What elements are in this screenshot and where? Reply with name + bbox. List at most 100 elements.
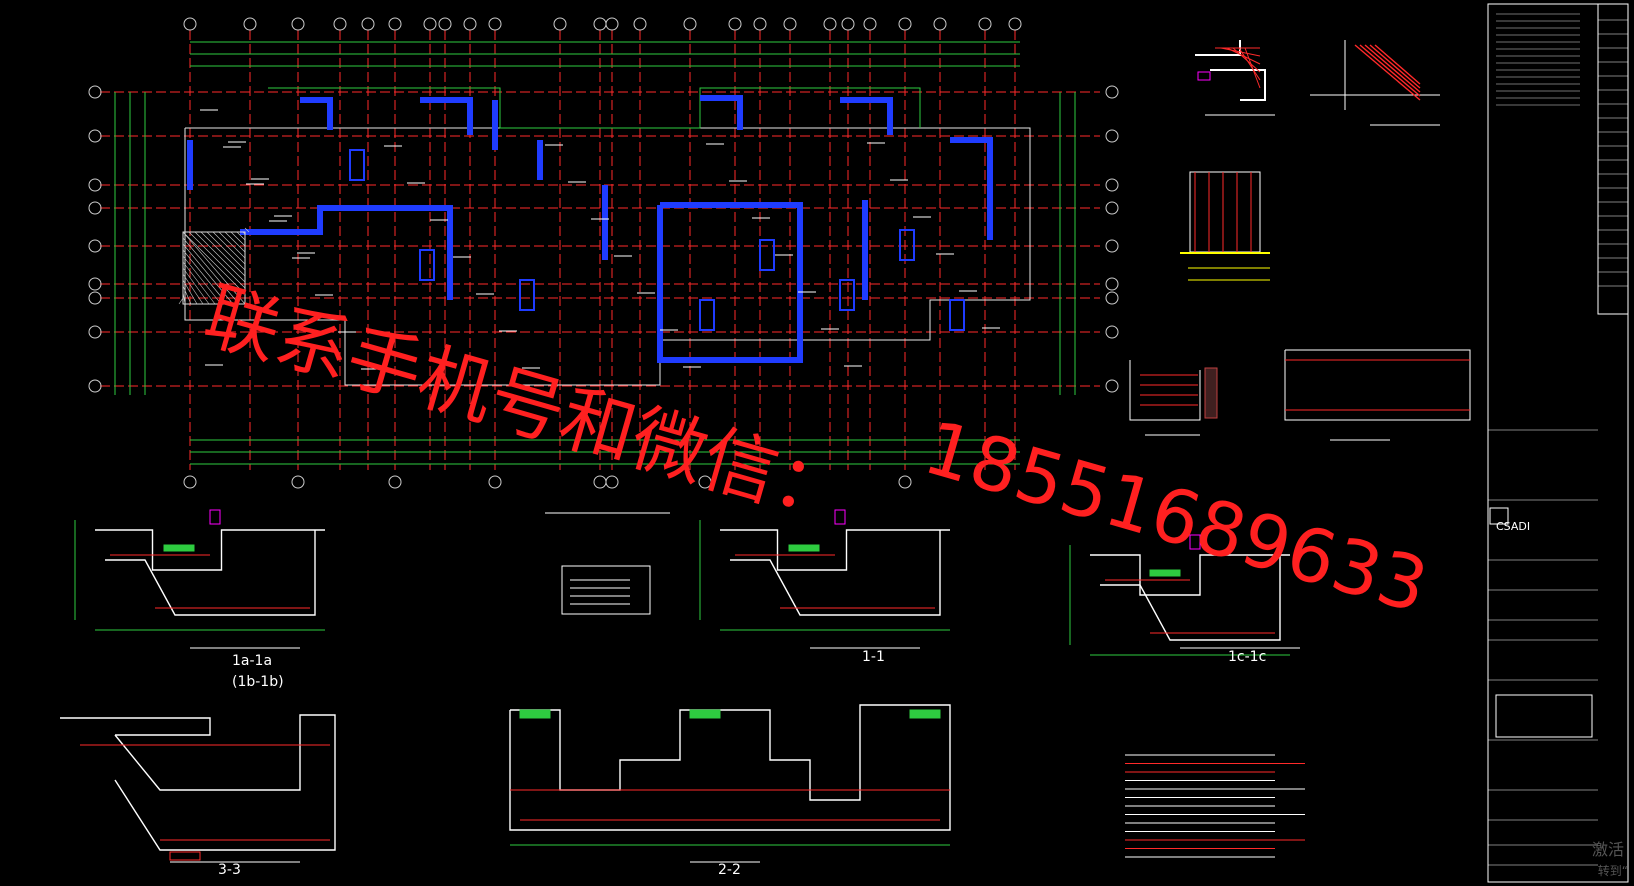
hatch (206, 231, 246, 271)
section-label-2-2: 2-2 (718, 862, 741, 878)
section-1a-top (95, 529, 325, 571)
axis-bubble-left (88, 291, 102, 305)
hatch (182, 249, 228, 305)
hatch (182, 291, 186, 305)
detail-rebar (1238, 47, 1261, 81)
axis-bubble-right (1105, 201, 1119, 215)
axis-bubble-bottom (388, 475, 402, 489)
section-1a-bottom (105, 530, 316, 616)
section-1a-label-green (163, 544, 195, 552)
axis-bubble-top (633, 17, 647, 31)
section-1c-bottom (1100, 555, 1281, 641)
axis-bubble-top (823, 17, 837, 31)
column (519, 279, 535, 311)
hatch (182, 279, 198, 305)
shear-wall (657, 202, 803, 363)
axis-bubble-bottom (593, 475, 607, 489)
section-1c-label-green (1149, 569, 1181, 577)
hatch (194, 231, 246, 283)
axis-bubble-top (783, 17, 797, 31)
hatch (244, 227, 250, 233)
title-block-frame (1487, 3, 1629, 883)
title-block-box (1495, 694, 1593, 738)
axis-bubble-left (88, 379, 102, 393)
detail-rebar (1369, 44, 1421, 89)
axis-bubble-top (333, 17, 347, 31)
axis-bubble-top (978, 17, 992, 31)
section-1-1-bottom (730, 530, 941, 616)
column (349, 149, 365, 181)
section-label-1a: 1a-1a (232, 653, 272, 669)
hatch (182, 255, 222, 305)
hatch (182, 243, 234, 305)
axis-bubble-left (88, 178, 102, 192)
watermark: 联系手机号和微信： 18551689633 (195, 273, 1437, 630)
shear-wall (840, 97, 893, 135)
axis-bubble-top (1008, 17, 1022, 31)
section-1a-tag (209, 509, 221, 525)
hatch (182, 261, 216, 305)
axis-bubble-left (88, 201, 102, 215)
detail-rebar (1374, 44, 1421, 85)
section-3-3-top (60, 717, 211, 736)
axis-bubble-top (728, 17, 742, 31)
hatch (224, 231, 246, 253)
hatch (212, 231, 246, 265)
title-block-company-mark: CSADI (1496, 520, 1530, 533)
hatch (242, 231, 246, 235)
section-drawings (60, 509, 1305, 863)
axis-bubble-top (898, 17, 912, 31)
hatch (182, 231, 246, 305)
plan-outline-green (268, 87, 921, 129)
section-1-1-tag (834, 509, 846, 525)
axis-bubble-top (488, 17, 502, 31)
section-1-1-top (720, 529, 950, 571)
section-2-2-body (509, 704, 951, 831)
axis-bubble-top (388, 17, 402, 31)
axis-bubble-left (88, 129, 102, 143)
axis-bubble-top (753, 17, 767, 31)
axis-bubble-top (605, 17, 619, 31)
section-3-3-tag (169, 851, 201, 861)
title-block-logo (1489, 507, 1509, 525)
windows-activation-line-2: 转到“ (1597, 864, 1628, 878)
column (699, 299, 715, 331)
section-1c-top (1090, 554, 1290, 596)
detail-rebar (1359, 44, 1421, 97)
shear-wall (950, 137, 993, 240)
section-1-1-label-green (788, 544, 820, 552)
column (759, 239, 775, 271)
section-2-2-label (909, 709, 941, 719)
column (839, 279, 855, 311)
column (949, 299, 965, 331)
axis-bubble-top (423, 17, 437, 31)
axis-bubble-left (88, 239, 102, 253)
axis-bubble-top (683, 17, 697, 31)
foundation-plan (88, 17, 1119, 615)
shear-wall (700, 95, 743, 130)
column (419, 249, 435, 281)
hatch (230, 231, 246, 247)
detail-rebar (1220, 47, 1261, 57)
detail-rebar (1354, 44, 1421, 101)
axis-bubble-bottom (291, 475, 305, 489)
axis-bubble-top (463, 17, 477, 31)
hatch (178, 297, 184, 305)
axis-bubble-right (1105, 178, 1119, 192)
hatch (218, 231, 246, 259)
detail-frame (1189, 171, 1261, 253)
section-2-2-label (519, 709, 551, 719)
hatch (182, 273, 204, 305)
section-3-3-body (114, 714, 336, 851)
axis-bubble-top (593, 17, 607, 31)
section-label-1-1: 1-1 (862, 649, 885, 665)
detail-drawings (1129, 40, 1471, 441)
detail-rebar (1226, 47, 1261, 65)
axis-bubble-bottom (898, 475, 912, 489)
axis-bubble-right (1105, 239, 1119, 253)
axis-bubble-top (933, 17, 947, 31)
shear-wall (240, 205, 453, 300)
axis-bubble-right (1105, 379, 1119, 393)
axis-bubble-bottom (488, 475, 502, 489)
